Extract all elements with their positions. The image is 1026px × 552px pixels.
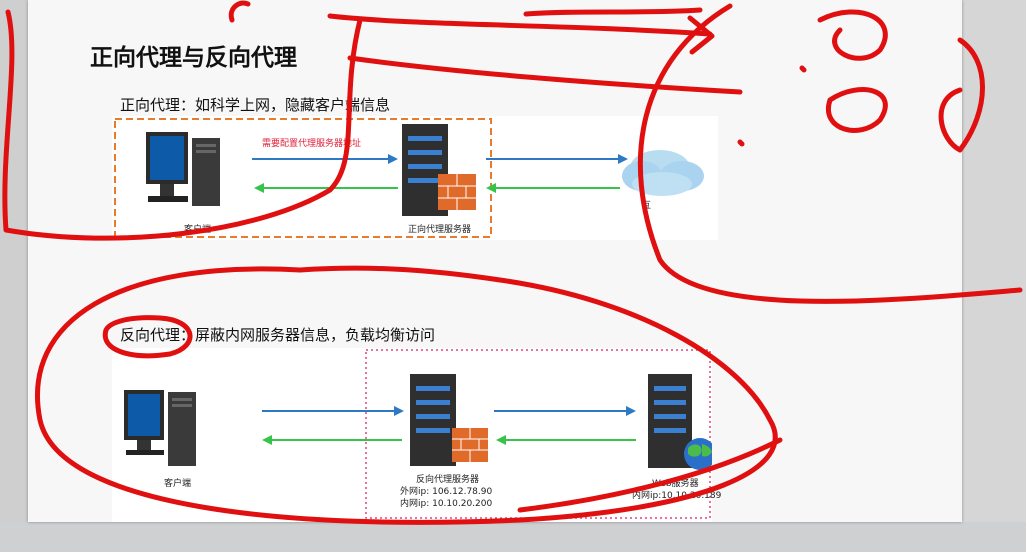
forward-client-label: 客户端	[184, 225, 212, 235]
reverse-proxy-heading: 反向代理：屏蔽内网服务器信息，负载均衡访问	[120, 326, 436, 344]
slide-title: 正向代理与反向代理	[90, 45, 297, 71]
reverse-client-computer-icon	[124, 390, 196, 466]
forward-cloud-label: 互	[642, 201, 652, 211]
background-right	[962, 0, 1026, 552]
forward-proxy-diagram: 客户端 正向代理服务器 需要配置代理服务器地址 互	[112, 116, 718, 240]
internet-cloud-icon	[622, 150, 704, 196]
forward-proxy-heading: 正向代理：如科学上网，隐藏客户端信息	[120, 96, 391, 114]
forward-config-note: 需要配置代理服务器地址	[262, 139, 362, 149]
web-server-ip: 内网ip:10.10.20.189	[632, 491, 722, 501]
forward-server-label: 正向代理服务器	[408, 225, 472, 235]
reverse-proxy-diagram: 客户端 反向代理服务器 外网ip: 106.12.78.90 内网ip: 10.…	[112, 348, 721, 522]
reverse-proxy-internal-ip: 内网ip: 10.10.20.200	[400, 499, 493, 509]
reverse-firewall-icon	[452, 428, 488, 462]
client-computer-icon	[146, 132, 220, 206]
reverse-proxy-server-icon	[410, 374, 456, 466]
reverse-client-label: 客户端	[164, 479, 192, 489]
slide: 正向代理与反向代理 正向代理：如科学上网，隐藏客户端信息 反向代理：屏蔽内网服务…	[28, 0, 962, 522]
firewall-icon	[438, 174, 476, 210]
forward-proxy-server-icon	[402, 124, 448, 216]
background-bottom	[0, 522, 1026, 552]
background-left	[0, 0, 28, 552]
